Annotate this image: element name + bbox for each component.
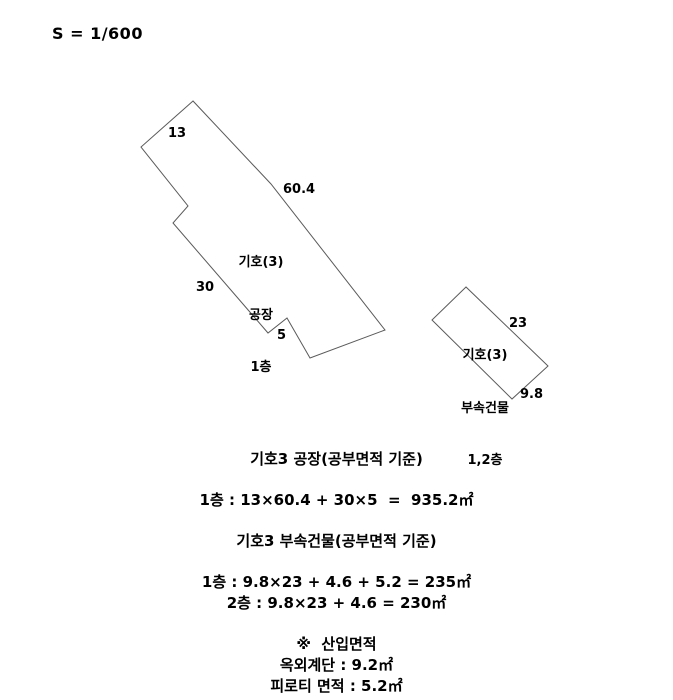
annex-dimension-23: 23 <box>509 316 528 331</box>
factory-label-block: 기호(3) 공장 1층 <box>216 219 306 412</box>
spacer <box>0 611 673 637</box>
annex-building-outline <box>431 286 549 400</box>
annex-area-heading: 기호3 부속건물(공부면적 기준) <box>236 532 437 550</box>
annex-floor2-area: 2층 : 9.8×23 + 4.6 = 230㎡ <box>226 594 447 612</box>
factory-label-line2: 공장 <box>249 307 273 323</box>
scale-note: S = 1/600 <box>52 24 143 43</box>
spacer <box>0 549 673 575</box>
area-summary-block: 기호3 공장(공부면적 기준) 1층 : 13×60.4 + 30×5 = 93… <box>0 452 673 694</box>
factory-dimension-30: 30 <box>196 280 215 295</box>
annex-dimension-9-8: 9.8 <box>520 387 544 402</box>
annex-label-line2: 부속건물 <box>461 400 509 416</box>
spacer <box>0 508 673 534</box>
spacer <box>0 467 673 493</box>
included-area-stairs: 옥외계단 : 9.2㎡ <box>279 656 394 674</box>
included-area-piloti: 피로티 면적 : 5.2㎡ <box>270 677 403 695</box>
annex-floor1-area: 1층 : 9.8×23 + 4.6 + 5.2 = 235㎡ <box>201 573 472 591</box>
factory-building-outline <box>140 100 386 359</box>
factory-dimension-13: 13 <box>168 126 187 141</box>
factory-dimension-60-4: 60.4 <box>283 182 316 197</box>
factory-label-line1: 기호(3) <box>238 255 284 271</box>
annex-label-line3: 1,2층 <box>467 453 503 469</box>
factory-floor1-area: 1층 : 13×60.4 + 30×5 = 935.2㎡ <box>199 491 474 509</box>
included-area-heading: ※ 산입면적 <box>296 635 377 653</box>
annex-label-line1: 기호(3) <box>462 348 508 364</box>
factory-dimension-5: 5 <box>277 328 287 343</box>
factory-label-line3: 1층 <box>250 360 272 376</box>
annex-label-block: 기호(3) 부속건물 1,2층 <box>430 312 540 505</box>
factory-area-heading: 기호3 공장(공부면적 기준) <box>250 450 423 468</box>
